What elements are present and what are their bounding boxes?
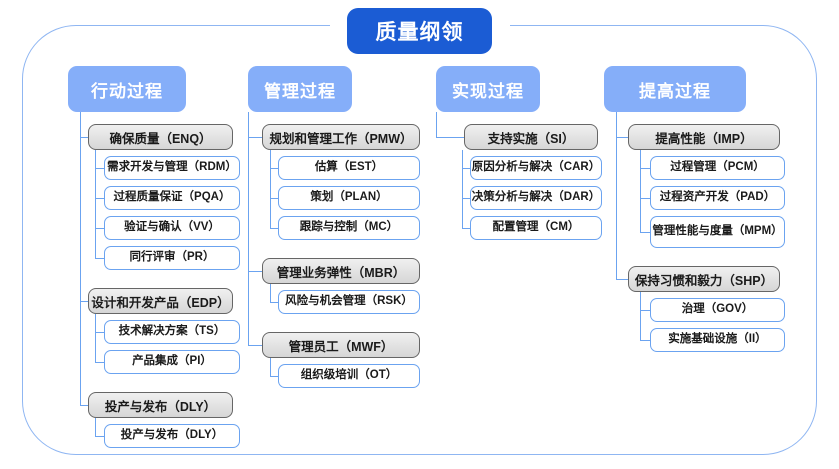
connector-leaf-h	[462, 168, 470, 170]
leaf-box-1-2-2[interactable]: 产品集成（PI）	[104, 350, 240, 374]
connector-group-h	[248, 345, 262, 347]
column-header-1[interactable]: 行动过程	[68, 66, 186, 112]
connector-leaf-h	[95, 258, 104, 260]
leaf-box-2-2-1[interactable]: 风险与机会管理（RSK）	[278, 290, 420, 314]
leaf-box-2-1-1[interactable]: 估算（EST）	[278, 156, 420, 180]
connector-child-trunk	[270, 358, 272, 376]
connector-column-trunk	[436, 112, 438, 137]
leaf-box-4-2-1[interactable]: 治理（GOV）	[650, 298, 785, 322]
connector-group-h	[80, 137, 88, 139]
group-box-1-3[interactable]: 投产与发布（DLY）	[88, 392, 233, 418]
group-box-2-2[interactable]: 管理业务弹性（MBR）	[262, 258, 420, 284]
leaf-box-3-1-2[interactable]: 决策分析与解决（DAR）	[470, 186, 602, 210]
connector-column-trunk	[248, 112, 250, 345]
connector-child-trunk	[462, 150, 464, 228]
connector-group-h	[80, 405, 88, 407]
connector-column-trunk	[80, 112, 82, 405]
leaf-box-2-1-2[interactable]: 策划（PLAN）	[278, 186, 420, 210]
connector-group-h	[436, 137, 464, 139]
leaf-box-4-2-2[interactable]: 实施基础设施（II）	[650, 328, 785, 352]
leaf-box-1-1-1[interactable]: 需求开发与管理（RDM）	[104, 156, 240, 180]
leaf-box-3-1-1[interactable]: 原因分析与解决（CAR）	[470, 156, 602, 180]
connector-leaf-h	[95, 332, 104, 334]
leaf-box-1-1-3[interactable]: 验证与确认（VV）	[104, 216, 240, 240]
column-header-4[interactable]: 提高过程	[604, 66, 746, 112]
leaf-box-4-1-1[interactable]: 过程管理（PCM）	[650, 156, 785, 180]
connector-leaf-h	[640, 310, 650, 312]
leaf-box-4-1-3[interactable]: 管理性能与度量（MPM）	[650, 216, 785, 248]
leaf-box-4-1-2[interactable]: 过程资产开发（PAD）	[650, 186, 785, 210]
connector-leaf-h	[95, 198, 104, 200]
connector-leaf-h	[270, 198, 278, 200]
leaf-box-1-1-4[interactable]: 同行评审（PR）	[104, 246, 240, 270]
group-box-3-1[interactable]: 支持实施（SI）	[464, 124, 598, 150]
connector-leaf-h	[270, 228, 278, 230]
column-header-3[interactable]: 实现过程	[436, 66, 540, 112]
connector-leaf-h	[270, 302, 278, 304]
connector-column-trunk	[616, 112, 618, 279]
connector-leaf-h	[95, 168, 104, 170]
connector-leaf-h	[270, 376, 278, 378]
connector-leaf-h	[95, 228, 104, 230]
connector-group-h	[80, 301, 88, 303]
leaf-box-1-2-1[interactable]: 技术解决方案（TS）	[104, 320, 240, 344]
root-title: 质量纲领	[347, 8, 492, 54]
group-box-4-2[interactable]: 保持习惯和毅力（SHP）	[628, 266, 780, 292]
leaf-box-2-1-3[interactable]: 跟踪与控制（MC）	[278, 216, 420, 240]
connector-leaf-h	[640, 340, 650, 342]
connector-group-h	[616, 137, 628, 139]
connector-group-h	[248, 271, 262, 273]
leaf-box-2-3-1[interactable]: 组织级培训（OT）	[278, 364, 420, 388]
leaf-box-1-3-1[interactable]: 投产与发布（DLY）	[104, 424, 240, 448]
connector-leaf-h	[270, 168, 278, 170]
group-box-1-2[interactable]: 设计和开发产品（EDP）	[88, 288, 233, 314]
connector-leaf-h	[462, 228, 470, 230]
group-box-1-1[interactable]: 确保质量（ENQ）	[88, 124, 233, 150]
connector-child-trunk	[95, 418, 97, 436]
connector-leaf-h	[640, 232, 650, 234]
connector-child-trunk	[640, 292, 642, 340]
group-box-2-1[interactable]: 规划和管理工作（PMW）	[262, 124, 420, 150]
connector-group-h	[616, 279, 628, 281]
column-header-2[interactable]: 管理过程	[248, 66, 352, 112]
connector-child-trunk	[640, 150, 642, 232]
leaf-box-3-1-3[interactable]: 配置管理（CM）	[470, 216, 602, 240]
connector-child-trunk	[95, 314, 97, 362]
connector-group-h	[248, 137, 262, 139]
group-box-4-1[interactable]: 提高性能（IMP）	[628, 124, 780, 150]
connector-leaf-h	[640, 198, 650, 200]
connector-leaf-h	[640, 168, 650, 170]
connector-leaf-h	[95, 436, 104, 438]
group-box-2-3[interactable]: 管理员工（MWF）	[262, 332, 420, 358]
connector-child-trunk	[270, 284, 272, 302]
connector-leaf-h	[462, 198, 470, 200]
connector-child-trunk	[270, 150, 272, 228]
connector-leaf-h	[95, 362, 104, 364]
leaf-box-1-1-2[interactable]: 过程质量保证（PQA）	[104, 186, 240, 210]
connector-child-trunk	[95, 150, 97, 258]
